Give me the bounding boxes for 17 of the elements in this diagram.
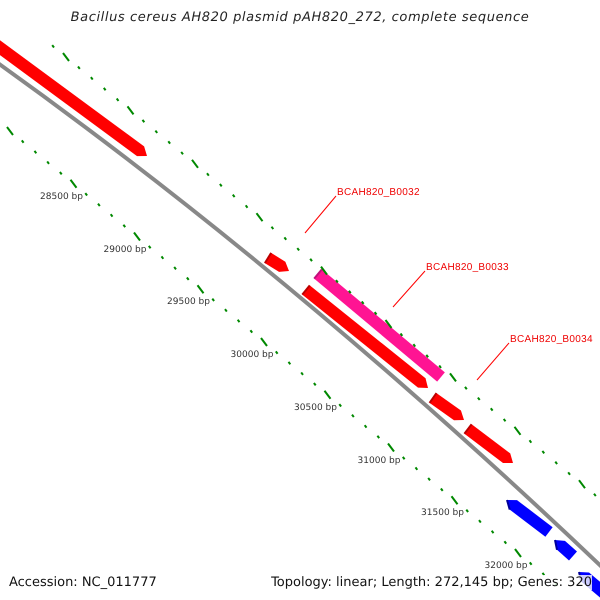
footer-text: Accession: NC_011777 (9, 575, 157, 590)
scale-label: 30500 bp (294, 402, 337, 413)
gene-label: BCAH820_B0034 (510, 334, 593, 345)
leader-line (392, 270, 426, 308)
scale-label: 28500 bp (40, 192, 83, 202)
leader-line (304, 196, 336, 234)
scale-label: 32000 bp (484, 561, 528, 571)
scale-label: 30000 bp (230, 350, 274, 360)
scale-label: 31500 bp (421, 508, 464, 518)
scale-label: 31000 bp (358, 456, 400, 466)
scale-label: 29500 bp (167, 297, 210, 308)
chart-title: Bacillus cereus AH820 plasmid pAH820_272, complete sequence (70, 10, 530, 25)
scale-label: 29000 bp (104, 244, 146, 254)
leader-line (476, 342, 510, 380)
gene-label: BCAH820_B0032 (337, 187, 420, 198)
footer-text: Topology: linear; Length: 272,145 bp; Genes: 320 (271, 575, 592, 590)
gene-label: BCAH820_B0033 (426, 262, 509, 273)
